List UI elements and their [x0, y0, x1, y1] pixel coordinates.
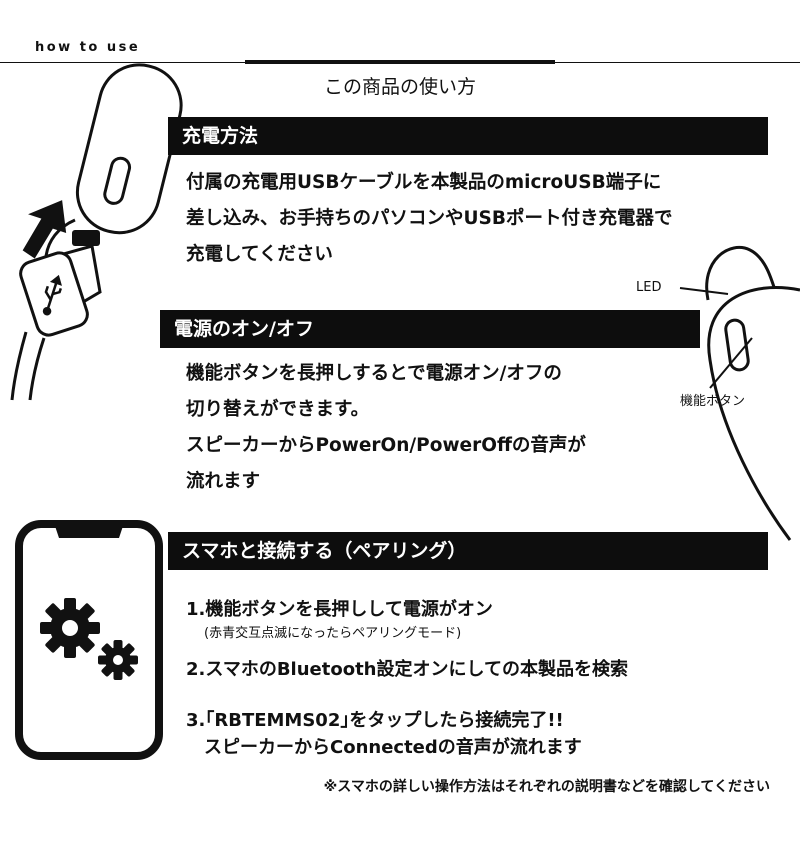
section-heading-pairing: スマホと接続する（ペアリング） [168, 532, 768, 570]
page-title: この商品の使い方 [323, 76, 476, 98]
title-rule [245, 60, 555, 64]
pairing-step-3: 3.｢RBTEMMS02｣をタップしたら接続完了!! [186, 710, 564, 731]
charging-line-3: 充電してください [186, 244, 333, 265]
function-button-label: 機能ボタン [680, 394, 746, 409]
charging-line-1: 付属の充電用USBケーブルを本製品のmicroUSB端子に [186, 172, 662, 193]
usb-icon [42, 274, 62, 316]
led-label: LED [636, 280, 662, 295]
power-instructions: 機能ボタンを長押しするとで電源オン/オフの 切り替えができます。 スピーカーから… [186, 356, 586, 500]
power-line-3: スピーカーからPowerOn/PowerOffの音声が [186, 435, 586, 456]
footnote: ※スマホの詳しい操作方法はそれぞれの説明書などを確認してください [323, 779, 770, 795]
pairing-step-1-note: (赤青交互点滅になったらペアリングモード) [204, 626, 462, 641]
section-heading-charging: 充電方法 [168, 117, 768, 155]
pairing-step-3-note: スピーカーからConnectedの音声が流れます [204, 737, 582, 758]
charging-earphone-illustration [10, 63, 183, 401]
earphone-body [75, 63, 183, 235]
pairing-step-1: 1.機能ボタンを長押しして電源がオン [186, 599, 493, 620]
charging-instructions: 付属の充電用USBケーブルを本製品のmicroUSB端子に 差し込み、お手持ちの… [186, 165, 672, 273]
power-line-1: 機能ボタンを長押しするとで電源オン/オフの [186, 363, 562, 384]
earphone-side-illustration [679, 246, 800, 541]
power-line-4: 流れます [186, 471, 261, 492]
power-line-2: 切り替えができます。 [186, 399, 370, 420]
how-to-use-tag: how to use [35, 40, 141, 55]
gears-icon [40, 598, 138, 680]
pairing-step-2: 2.スマホのBluetooth設定オンにしての本製品を検索 [186, 659, 628, 680]
charging-line-2: 差し込み、お手持ちのパソコンやUSBポート付き充電器で [186, 208, 673, 229]
smartphone-icon [15, 520, 163, 760]
section-heading-power: 電源のオン/オフ [160, 310, 700, 348]
arrow-up-icon [22, 200, 67, 259]
